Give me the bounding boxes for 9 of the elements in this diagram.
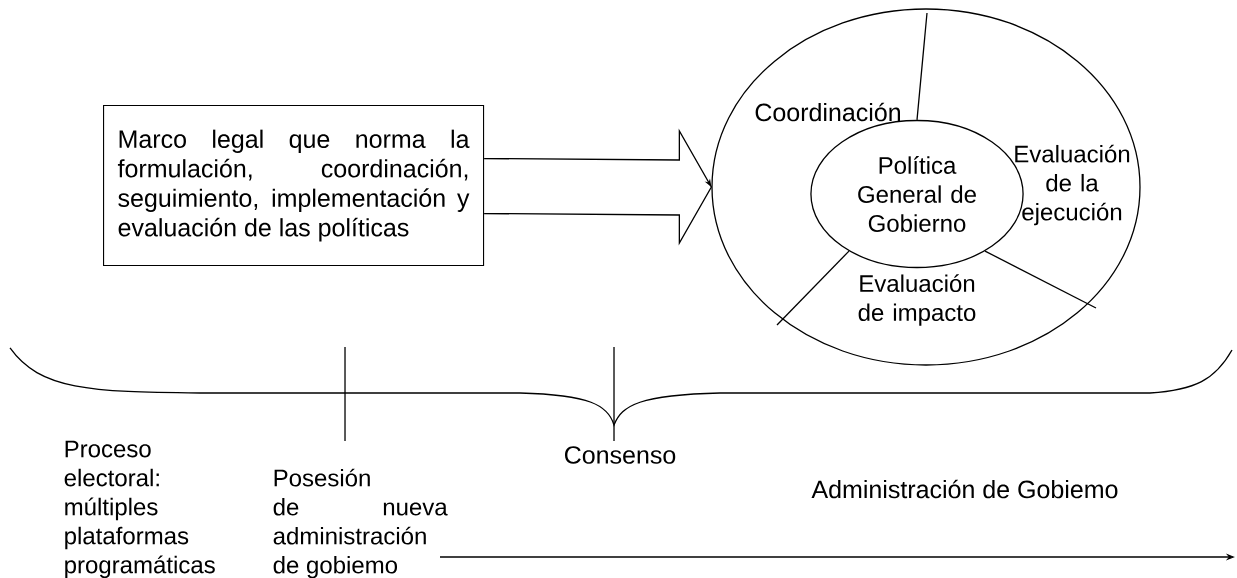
text-box: Marco legal que norma la formulación, coordinación, seguimiento, implementación y evaluación de las políticas bbox=[103, 105, 485, 267]
segment-label: Coordinación bbox=[755, 102, 900, 122]
large-circle bbox=[711, 8, 1141, 366]
timeline-label: Proceso electoral: múltiples plataformas programáticas bbox=[64, 440, 215, 578]
timeline-label: Posesión de nueva administración de gobiemo bbox=[273, 468, 448, 578]
timeline-label: Administración de Gobiemo bbox=[811, 479, 1118, 499]
timeline-label: Consenso bbox=[565, 446, 676, 464]
segment-label: Evaluación de la ejecución bbox=[1015, 144, 1130, 226]
block-arrow bbox=[483, 128, 713, 246]
